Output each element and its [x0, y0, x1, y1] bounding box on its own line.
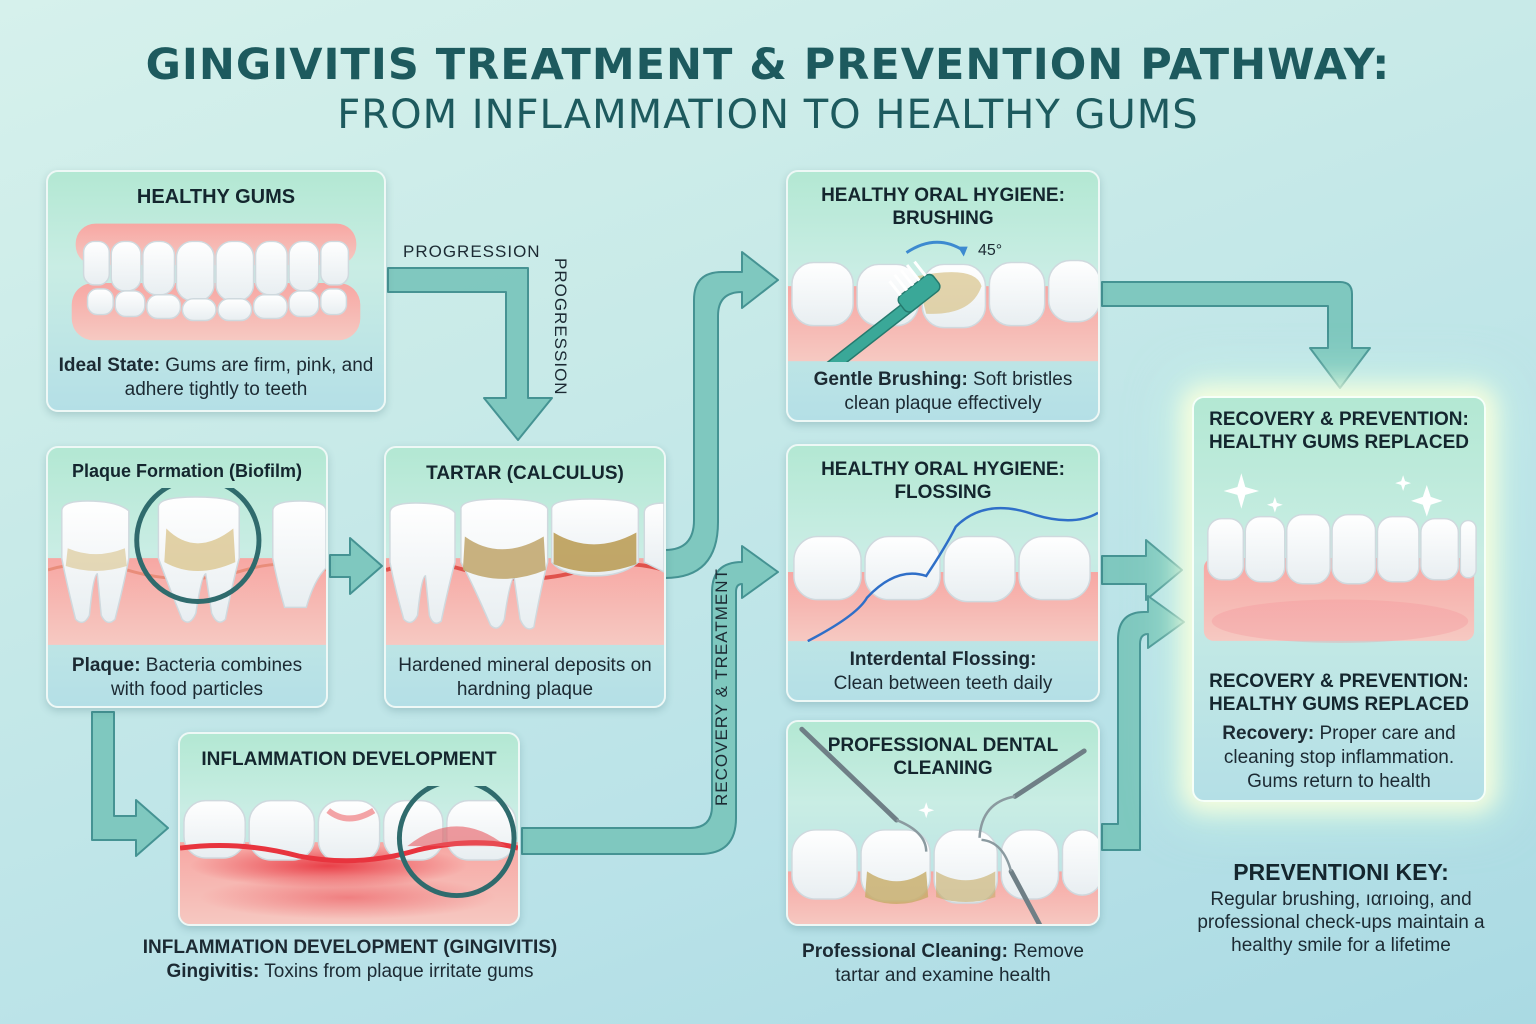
inflammation-caption: INFLAMMATION DEVELOPMENT (GINGIVITIS) Gi…	[70, 936, 630, 984]
progression-label: PROGRESSION	[403, 242, 541, 261]
plaque-illustration	[48, 488, 326, 646]
tartar-title: TARTAR (CALCULUS)	[426, 463, 624, 484]
brushing-to-recovery-arrow	[1101, 281, 1371, 389]
prevention-key-title: PREVENTIONI KEY:	[1233, 859, 1449, 885]
plaque-card: Plaque Formation (Biofilm) Plaque: Bacte…	[46, 446, 328, 708]
recovery-treatment-label: RECOVERY & TREATMENT	[712, 568, 731, 806]
healthy-gums-illustration	[48, 214, 384, 410]
professional-caption: Professional Cleaning: Remove tartar and…	[786, 940, 1100, 988]
brushing-angle-label: 45°	[978, 242, 1003, 259]
brushing-description: Gentle Brushing: Soft bristles clean pla…	[788, 368, 1098, 416]
plaque-description-label: Plaque:	[71, 655, 141, 676]
page-title: GINGIVITIS TREATMENT & PREVENTION PATHWA…	[145, 40, 1391, 90]
flossing-to-recovery-arrow	[1101, 539, 1183, 601]
professional-card: PROFESSIONAL DENTAL CLEANING	[786, 720, 1100, 926]
prevention-key-text: Regular brushing, ıαrıoing, and professi…	[1197, 889, 1485, 956]
healthy-gums-description: Ideal State: Gums are firm, pink, and ad…	[48, 354, 384, 402]
tartar-card: TARTAR (CALCULUS) Hardened mineral depos…	[384, 446, 666, 708]
plaque-to-tartar-arrow	[329, 537, 383, 595]
plaque-to-inflammation-arrow	[91, 711, 169, 857]
recovery-subtitle: RECOVERY & PREVENTION: HEALTHY GUMS REPL…	[1208, 671, 1470, 715]
page-subtitle: FROM INFLAMMATION TO HEALTHY GUMS	[337, 92, 1199, 138]
professional-caption-body: Remove tartar and examine health	[835, 941, 1084, 986]
brushing-card: HEALTHY ORAL HYGIENE: BRUSHING	[786, 170, 1100, 422]
progression-vertical-label: PROGRESSION	[551, 258, 570, 396]
recovery-description-body: Proper care and cleaning stop inflammati…	[1223, 723, 1456, 792]
plaque-title: Plaque Formation (Biofilm)	[71, 461, 302, 481]
tartar-description: Hardened mineral deposits on hardning pl…	[398, 655, 652, 700]
healthy-gums-description-label: Ideal State:	[58, 355, 161, 376]
tartar-to-brushing-arrow	[664, 251, 779, 579]
plaque-description-body: Bacteria combines with food particles	[110, 655, 303, 700]
recovery-card: RECOVERY & PREVENTION: HEALTHY GUMS REPL…	[1192, 396, 1486, 802]
recovery-description-label: Recovery:	[1222, 723, 1315, 744]
professional-title: PROFESSIONAL DENTAL CLEANING	[827, 735, 1059, 779]
inflammation-caption-label: Gingivitis:	[166, 961, 260, 982]
inflammation-caption-body: Gingivitis: Toxins from plaque irritate …	[70, 960, 630, 984]
healthy-gums-card: HEALTHY GUMS	[46, 170, 386, 412]
inflammation-card: INFLAMMATION DEVELOPMENT	[178, 732, 520, 926]
professional-to-recovery-arrow	[1101, 595, 1185, 851]
recovery-title: RECOVERY & PREVENTION: HEALTHY GUMS REPL…	[1208, 409, 1470, 453]
brushing-title: HEALTHY ORAL HYGIENE: BRUSHING	[821, 185, 1065, 229]
inflammation-illustration	[180, 786, 518, 924]
flossing-card: HEALTHY ORAL HYGIENE: FLOSSING Interdent…	[786, 444, 1100, 702]
brushing-description-label: Gentle Brushing:	[813, 369, 968, 390]
healthy-gums-title: HEALTHY GUMS	[136, 186, 296, 208]
flossing-title: HEALTHY ORAL HYGIENE: FLOSSING	[821, 459, 1065, 503]
flossing-description-label: Interdental Flossing:	[849, 649, 1037, 670]
professional-caption-label: Professional Cleaning:	[802, 941, 1008, 962]
recovery-description: Recovery: Proper care and cleaning stop …	[1194, 722, 1484, 794]
professional-illustration	[788, 722, 1098, 924]
recovery-treatment-arrow	[521, 545, 779, 855]
flossing-description-body: Clean between teeth daily	[833, 673, 1053, 694]
progression-arrow	[387, 267, 553, 441]
brushing-description-body: Soft bristles clean plaque effectively	[844, 369, 1073, 414]
inflammation-caption-title: INFLAMMATION DEVELOPMENT (GINGIVITIS)	[142, 937, 558, 958]
brushing-illustration	[788, 236, 1098, 362]
plaque-description: Plaque: Bacteria combines with food part…	[48, 654, 326, 702]
flossing-description: Interdental Flossing: Clean between teet…	[788, 648, 1098, 696]
healthy-gums-description-body: Gums are firm, pink, and adhere tightly …	[124, 355, 374, 400]
inflammation-caption-text: Toxins from plaque irritate gums	[259, 961, 534, 982]
recovery-illustration	[1194, 462, 1484, 662]
flossing-illustration	[788, 506, 1098, 642]
inflammation-title: INFLAMMATION DEVELOPMENT	[201, 749, 497, 770]
prevention-key: PREVENTIONI KEY: Regular brushing, ıαrıo…	[1186, 858, 1496, 957]
tartar-illustration	[386, 492, 664, 646]
